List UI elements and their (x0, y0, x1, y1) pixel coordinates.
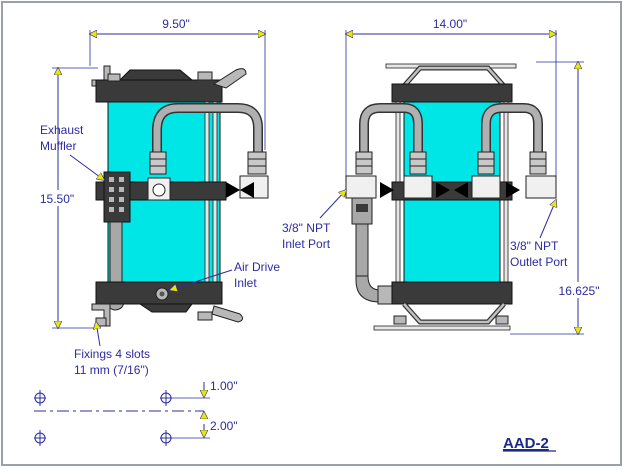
leader-fixings (96, 322, 100, 347)
slot-pattern: 1.00" 2.00" (34, 379, 238, 446)
valve-handle (212, 68, 247, 89)
label-air-drive-line2: Inlet (234, 276, 257, 290)
side-view: 9.50" 15.50" (34, 17, 280, 377)
mounting-hole-icon (34, 430, 46, 446)
inlet-nut (377, 285, 393, 305)
top-cap-shape (118, 69, 194, 81)
cylinder-front-bottom (403, 199, 501, 283)
label-fixings-line1: Fixings 4 slots (74, 347, 150, 361)
fitting (247, 151, 267, 175)
label-air-drive-line1: Air Drive (234, 260, 280, 274)
top-cap (95, 79, 223, 103)
valve-block-right (525, 175, 557, 199)
inlet-elbow (355, 275, 381, 303)
dim-side-height: 15.50" (40, 192, 74, 206)
bottom-handle (211, 305, 244, 323)
dim-front-height: 16.625" (559, 284, 600, 298)
bottom-guard (373, 325, 511, 331)
valve-block-left (345, 175, 377, 199)
valve-block-center-left (403, 175, 433, 199)
front-view: 14.00" 16.625" (282, 17, 606, 334)
label-inlet-line1: 3/8" NPT (282, 221, 331, 235)
inlet-tube (355, 223, 369, 277)
dim-side-width: 9.50" (162, 17, 190, 31)
fittings-front (355, 151, 547, 175)
label-exhaust-line1: Exhaust (40, 123, 84, 137)
label-inlet-line2: Inlet Port (282, 237, 331, 251)
muffler-holes (109, 177, 124, 212)
mounting-hole-icon (160, 390, 172, 406)
dim-front-width: 14.00" (433, 17, 467, 31)
valve-block-center-right (471, 175, 501, 199)
label-exhaust-line2: Muffler (40, 139, 76, 153)
leader-inlet (319, 190, 346, 219)
exhaust-muffler (103, 171, 131, 223)
leader-air-drive (170, 269, 233, 290)
mounting-hole-icon (160, 430, 172, 446)
top-nut (197, 71, 213, 81)
dim-slot-1: 1.00" (210, 379, 238, 393)
bottom-cap-front (391, 281, 513, 305)
top-nut (107, 73, 121, 82)
leader-outlet (539, 200, 556, 239)
label-fixings-line2: 11 mm (7/16") (74, 363, 149, 377)
hp-tube-inner (153, 104, 262, 156)
drive-tube (109, 221, 123, 285)
label-outlet-line1: 3/8" NPT (510, 239, 559, 253)
mounting-hole-icon (34, 390, 46, 406)
fitting (149, 151, 167, 175)
bottom-nut (197, 311, 213, 321)
leader-exhaust (69, 154, 104, 180)
top-cap-front (391, 83, 513, 103)
dim-slot-2: 2.00" (210, 419, 238, 433)
label-outlet-line2: Outlet Port (510, 255, 568, 269)
model-title: AAD-2 (503, 435, 549, 452)
